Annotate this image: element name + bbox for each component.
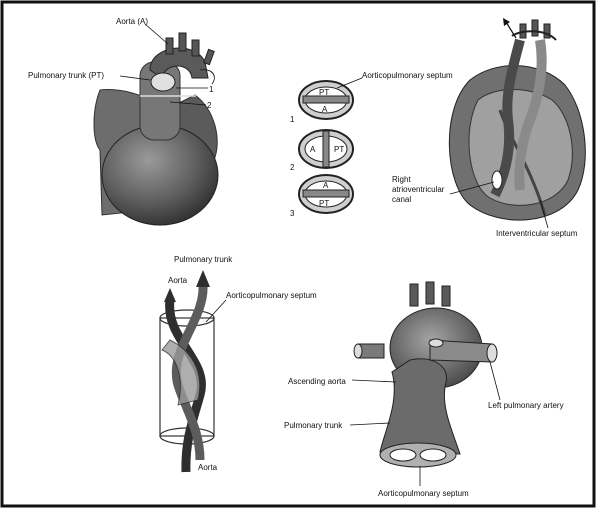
label-pulmonary-trunk-pt: Pulmonary trunk (PT) [28, 71, 104, 80]
label-aorta-a: Aorta (A) [116, 17, 148, 26]
label-aorticopulmonary-septum-bottom: Aorticopulmonary septum [378, 489, 469, 498]
label-pt-1: PT [319, 88, 329, 97]
label-right-av-canal-line3: canal [392, 195, 411, 204]
label-pt-3: PT [319, 199, 329, 208]
marker-2: 2 [207, 101, 212, 110]
label-a-2: A [310, 145, 316, 154]
label-aorta-mid: Aorta [168, 276, 188, 285]
label-ascending-aorta: Ascending aorta [288, 377, 346, 386]
label-left-pulmonary-artery: Left pulmonary artery [488, 401, 564, 410]
label-pulmonary-trunk-bottom: Pulmonary trunk [284, 421, 343, 430]
label-aorticopulmonary-septum-mid: Aorticopulmonary septum [226, 291, 317, 300]
row-label-2: 2 [290, 163, 295, 172]
label-right-av-canal-line2: atrioventricular [392, 185, 445, 194]
label-a-1: A [322, 105, 328, 114]
label-pulmonary-trunk-mid: Pulmonary trunk [174, 255, 233, 264]
label-aorta-bottom: Aorta [198, 463, 218, 472]
label-a-3: A [323, 181, 329, 190]
cross-section-2 [299, 130, 353, 168]
row-label-1: 1 [290, 115, 295, 124]
label-pt-2: PT [334, 145, 344, 154]
label-interventricular-septum: Interventricular septum [496, 229, 578, 238]
row-label-3: 3 [290, 209, 295, 218]
marker-1: 1 [209, 85, 214, 94]
label-aorticopulmonary-septum-top: Aorticopulmonary septum [362, 71, 453, 80]
label-right-av-canal-line1: Right [392, 175, 411, 184]
